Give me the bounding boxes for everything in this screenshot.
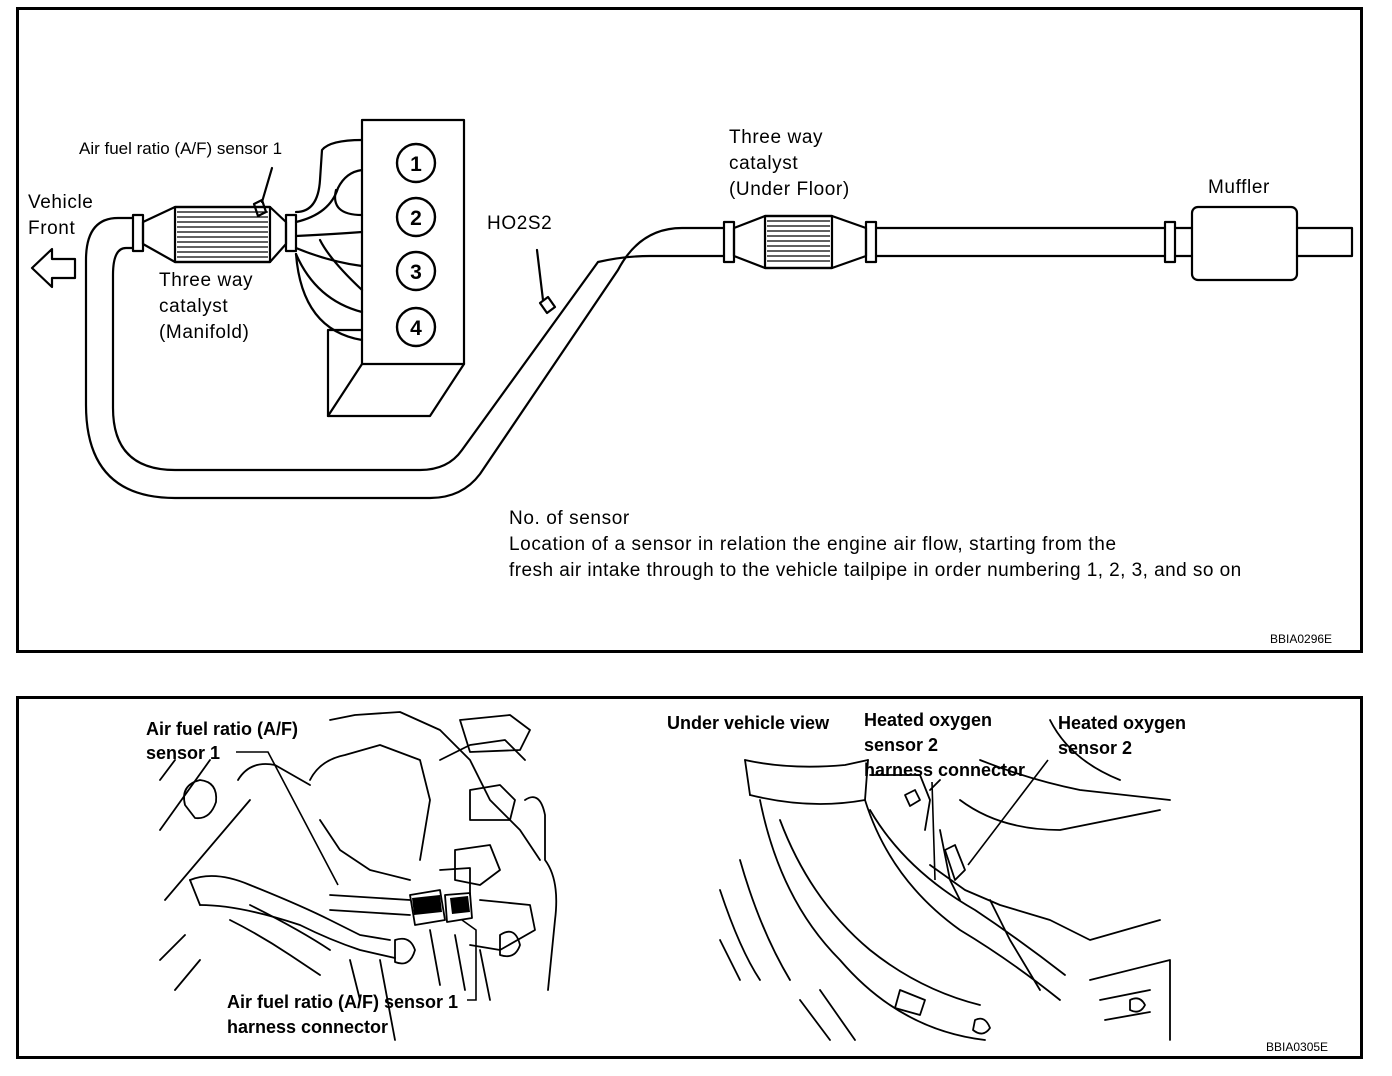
ho2s2-photo-label-2: sensor 2 bbox=[1058, 738, 1133, 758]
cylinder-3-label: 3 bbox=[410, 261, 422, 284]
ho2s2-callout bbox=[967, 759, 1049, 866]
cylinder-2 bbox=[395, 196, 437, 238]
under-vehicle-view-label: Under vehicle view bbox=[667, 713, 830, 733]
underfloor-catalyst-label-3: (Under Floor) bbox=[729, 179, 850, 200]
af-sensor-label: Air fuel ratio (A/F) sensor 1 bbox=[79, 139, 283, 158]
under-vehicle-sketch bbox=[719, 719, 1171, 1041]
muffler-box bbox=[1190, 205, 1299, 282]
cylinder-4 bbox=[395, 306, 437, 348]
cylinder-3 bbox=[395, 250, 437, 292]
ho2s2-connector-label-1: Heated oxygen bbox=[864, 710, 993, 730]
af-sensor-callout bbox=[236, 751, 339, 886]
manifold-catalyst-label-2: catalyst bbox=[159, 296, 229, 317]
ho2s2-photo-label-1: Heated oxygen bbox=[1058, 713, 1187, 733]
ho2s2-mark bbox=[538, 295, 557, 315]
exhaust-system-diagram bbox=[16, 7, 1363, 653]
af-connector-label-2: harness connector bbox=[227, 1017, 389, 1037]
note-title: No. of sensor bbox=[509, 508, 630, 529]
vehicle-front-arrow bbox=[30, 247, 77, 289]
vehicle-front-label-2: Front bbox=[28, 218, 76, 239]
cylinder-1-label: 1 bbox=[410, 153, 422, 176]
manifold-catalyst-label-3: (Manifold) bbox=[159, 322, 250, 343]
underfloor-catalyst-label-1: Three way bbox=[729, 127, 824, 148]
note-line-1: Location of a sensor in relation the eng… bbox=[509, 534, 1117, 555]
engine-bay-sketch bbox=[159, 711, 558, 1041]
figure-code-bottom: BBIA0305E bbox=[1266, 1040, 1329, 1054]
af-connector-label-1: Air fuel ratio (A/F) sensor 1 bbox=[227, 992, 459, 1012]
manifold-catalyst-label-1: Three way bbox=[159, 270, 254, 291]
ho2s2-connector-label-2: sensor 2 bbox=[864, 735, 939, 755]
cylinder-2-label: 2 bbox=[410, 207, 422, 230]
exhaust-pipe-inner bbox=[111, 246, 726, 472]
cylinder-4-label: 4 bbox=[410, 317, 422, 340]
cylinder-1 bbox=[395, 142, 437, 184]
exhaust-pipe-outer bbox=[84, 216, 726, 500]
figure-code-top: BBIA0296E bbox=[1270, 632, 1333, 646]
af-sensor-photo-label-1: Air fuel ratio (A/F) bbox=[146, 719, 298, 739]
ho2s2-connector-label-3: harness connector bbox=[864, 760, 1026, 780]
muffler-label: Muffler bbox=[1208, 177, 1270, 198]
note-line-2: fresh air intake through to the vehicle … bbox=[509, 560, 1242, 581]
ho2s2-connector-callout bbox=[931, 781, 936, 881]
ho2s2-label: HO2S2 bbox=[487, 213, 553, 234]
underfloor-catalyst-label-2: catalyst bbox=[729, 153, 799, 174]
af-connector-callout bbox=[461, 919, 477, 1001]
af-connector-filled bbox=[412, 895, 470, 915]
af-sensor-photo-label-2: sensor 1 bbox=[146, 743, 221, 763]
vehicle-front-label-1: Vehicle bbox=[28, 192, 94, 213]
